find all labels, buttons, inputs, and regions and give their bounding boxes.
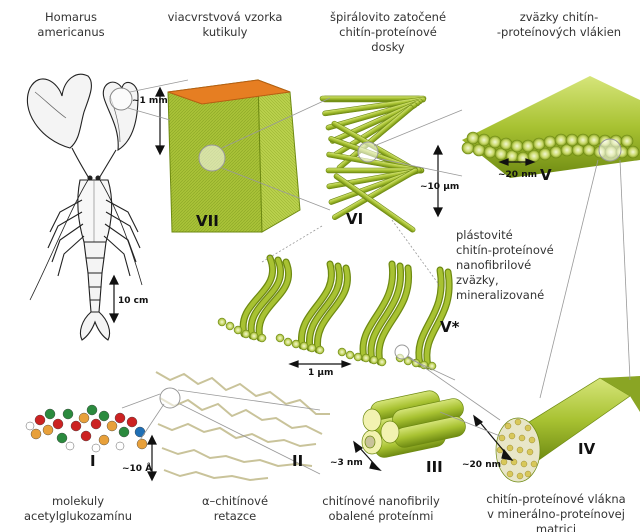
- caption-planar-line1: plástovité: [456, 228, 576, 243]
- caption-bundles: zväzky chitín- -proteínových vlákien: [480, 10, 638, 40]
- level-label-V-star: V*: [440, 318, 459, 336]
- caption-lobster-line1: Homarus: [26, 10, 116, 25]
- caption-fibers-line2: v minerálno-proteínovej: [474, 507, 638, 522]
- caption-chains-line1: α–chitínové: [180, 494, 290, 509]
- caption-lobster: Homarus americanus: [26, 10, 116, 40]
- caption-sample-line1: viacvrstvová vzorka: [160, 10, 290, 25]
- scale-label-10cm: 10 cm: [118, 296, 148, 306]
- level-label-IV: IV: [578, 440, 595, 458]
- caption-nanofibrils-line1: chitínové nanofibrily: [306, 494, 456, 509]
- scale-arrow-1um: [290, 361, 350, 367]
- caption-bundles-line1: zväzky chitín-: [480, 10, 638, 25]
- alpha-chitin-chains: [156, 372, 330, 480]
- caption-planar-line3: nanofibrilové: [456, 258, 576, 273]
- twisted-nanofibril-bundles: [218, 258, 449, 370]
- caption-bundles-line2: -proteínových vlákien: [480, 25, 638, 40]
- scale-label-20nm-b: ~20 nm: [462, 460, 501, 470]
- caption-planar-line5: mineralizované: [456, 288, 576, 303]
- caption-helical-line3: dosky: [318, 40, 458, 55]
- zoom-circle-sample: [199, 145, 225, 171]
- scale-label-1um: 1 µm: [308, 368, 333, 378]
- scale-label-1mm: ~1 mm: [132, 96, 168, 106]
- scale-label-10um: ~10 µm: [420, 182, 459, 192]
- caption-fibers-line1: chitín-proteínové vlákna: [474, 492, 638, 507]
- acetylglucosamine-molecules: [26, 405, 147, 452]
- cuticle-sample-block: [168, 80, 300, 232]
- zoom-circle-helical: [358, 142, 378, 162]
- caption-chains: α–chitínové retazce: [180, 494, 290, 524]
- caption-helical-line1: špirálovito zatočené: [318, 10, 458, 25]
- scale-arrow-10um: [434, 146, 442, 216]
- scale-arrow-10cm: [110, 276, 118, 322]
- level-label-V: V: [540, 166, 552, 184]
- zoom-circle-bundle: [599, 139, 621, 161]
- level-label-III: III: [426, 458, 443, 476]
- caption-helical: špirálovito zatočené chitín-proteínové d…: [318, 10, 458, 55]
- caption-planar-line4: zväzky,: [456, 273, 576, 288]
- scale-label-10A: ~10 Å: [122, 464, 152, 474]
- fiber-bundle: [462, 76, 640, 178]
- level-label-VII: VII: [196, 212, 219, 230]
- caption-sample: viacvrstvová vzorka kutikuly: [160, 10, 290, 40]
- caption-helical-line2: chitín-proteínové: [318, 25, 458, 40]
- caption-chains-line2: retazce: [180, 509, 290, 524]
- level-label-VI: VI: [346, 210, 363, 228]
- caption-molecules-line2: acetylglukozamínu: [8, 509, 148, 524]
- mineral-protein-fiber: [496, 376, 640, 482]
- zoom-circle-twisted: [395, 345, 409, 359]
- level-label-II: II: [292, 452, 303, 470]
- caption-planar-line2: chitín-proteínové: [456, 243, 576, 258]
- caption-planar: plástovité chitín-proteínové nanofibrilo…: [456, 228, 576, 303]
- zoom-circle-lobster: [110, 88, 132, 110]
- protein-coated-nanofibrils: [362, 389, 467, 459]
- caption-lobster-line2: americanus: [26, 25, 116, 40]
- caption-molecules-line1: molekuly: [8, 494, 148, 509]
- caption-nanofibrils: chitínové nanofibrily obalené proteínmi: [306, 494, 456, 524]
- level-label-I: I: [90, 452, 96, 470]
- caption-molecules: molekuly acetylglukozamínu: [8, 494, 148, 524]
- caption-fibers: chitín-proteínové vlákna v minerálno-pro…: [474, 492, 638, 532]
- caption-sample-line2: kutikuly: [160, 25, 290, 40]
- scale-label-3nm: ~3 nm: [330, 458, 363, 468]
- caption-fibers-line3: matrici: [474, 522, 638, 532]
- helical-plywood-stack: [320, 96, 426, 233]
- scale-label-20nm-a: ~20 nm: [498, 170, 537, 180]
- caption-nanofibrils-line2: obalené proteínmi: [306, 509, 456, 524]
